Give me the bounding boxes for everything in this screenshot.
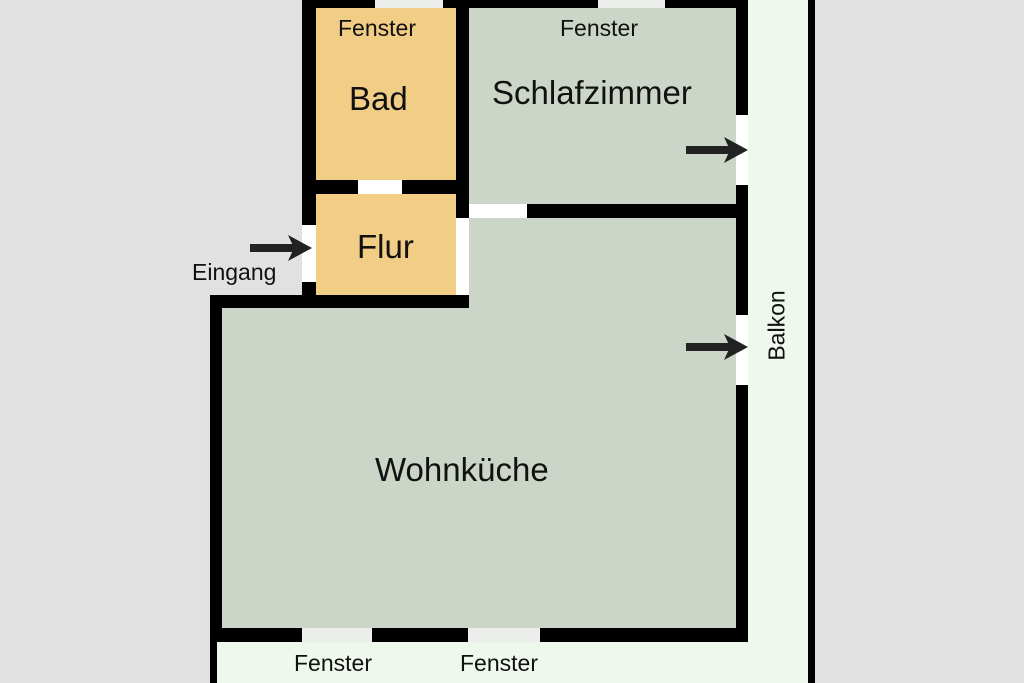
wall-top (302, 0, 748, 8)
arrow-right-icon (686, 137, 748, 163)
wall-flur-bottom (210, 295, 469, 308)
label-fenster-bad: Fenster (338, 15, 416, 41)
balcony-bottom-strip (217, 642, 808, 683)
door-bad (358, 180, 402, 194)
room-wohnkueche-upper (469, 218, 736, 308)
room-bad (316, 8, 456, 180)
room-wohnkueche (222, 308, 736, 628)
label-eingang: Eingang (192, 259, 277, 285)
label-flur: Flur (357, 228, 414, 265)
window-bad (375, 0, 443, 8)
door-entrance (302, 225, 316, 282)
door-schlaf (469, 204, 527, 218)
wall-left-lower (210, 295, 222, 642)
wall-bad-schlaf (456, 0, 469, 218)
label-fenster-bottom-1: Fenster (294, 650, 372, 676)
window-schlaf (598, 0, 665, 8)
label-balkon: Balkon (763, 290, 790, 361)
balcony-area (748, 0, 808, 683)
balcony-outer-wall-right (808, 0, 815, 683)
door-flur-wohn (456, 218, 469, 295)
label-fenster-bottom-2: Fenster (460, 650, 538, 676)
room-flur (316, 194, 456, 295)
window-bottom-1 (302, 628, 372, 642)
label-fenster-schlaf: Fenster (560, 15, 638, 41)
room-schlafzimmer (469, 8, 736, 204)
label-wohnkueche: Wohnküche (375, 451, 549, 488)
label-bad: Bad (349, 80, 408, 117)
arrow-right-icon (686, 334, 748, 360)
balcony-outer-wall-left (210, 640, 217, 683)
wall-schlaf-wohn (456, 204, 748, 218)
arrow-right-icon (250, 235, 312, 261)
label-schlafzimmer: Schlafzimmer (492, 74, 692, 111)
window-bottom-2 (468, 628, 540, 642)
